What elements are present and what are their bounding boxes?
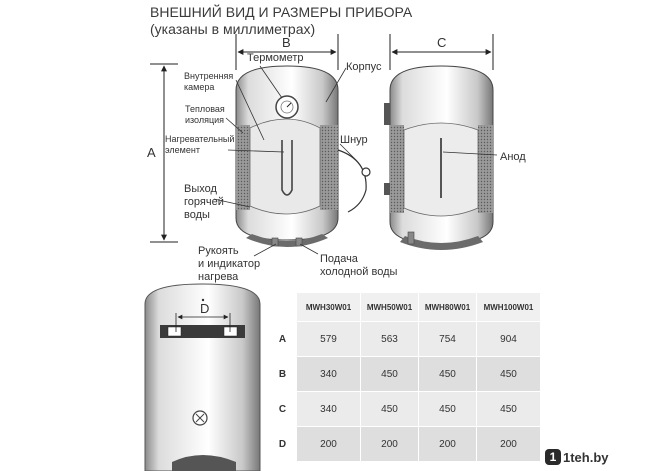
label-cold-inlet-1: Подача [320,253,359,265]
table-cell: 754 [418,321,477,357]
column-header: MWH100W01 [476,292,541,322]
dimension-d-label: D [200,301,209,316]
table-cell: 579 [296,321,361,357]
label-handle-2: и индикатор [198,258,260,270]
label-inner-chamber-1: Внутренняя [184,71,233,81]
label-anode: Анод [500,151,526,163]
logo-text: 1teh.by [563,449,609,465]
table-row: C 340 450 450 450 [268,391,541,427]
table-cell: 340 [296,391,361,427]
table-cell: 450 [418,356,477,392]
table-row: A 579 563 754 904 [268,321,541,357]
site-logo[interactable]: 1 1teh.by [541,446,613,468]
table-cell: 450 [360,391,419,427]
label-insulation-1: Тепловая [185,104,225,114]
table-cell: 200 [360,426,419,462]
side-view [384,65,494,250]
label-hot-outlet-3: воды [184,209,210,221]
table-cell: 563 [360,321,419,357]
table-cell: 200 [418,426,477,462]
table-cell: 450 [418,391,477,427]
column-header: MWH80W01 [418,292,477,322]
table-row: D 200 200 200 200 [268,426,541,462]
page-title: ВНЕШНИЙ ВИД И РАЗМЕРЫ ПРИБОРА [150,4,413,20]
row-label: C [268,391,297,427]
specs-table: MWH30W01 MWH50W01 MWH80W01 MWH100W01 A 5… [268,292,541,462]
label-body: Корпус [346,61,382,73]
table-cell: 200 [476,426,541,462]
label-heater-1: Нагревательный [165,134,234,144]
table-cell: 450 [360,356,419,392]
plug-icon [361,167,371,177]
table-cell: 904 [476,321,541,357]
table-row: B 340 450 450 450 [268,356,541,392]
column-header: MWH30W01 [296,292,361,322]
label-insulation-2: изоляция [185,115,224,125]
label-handle-1: Рукоять [198,245,239,257]
page-subtitle: (указаны в миллиметрах) [150,21,316,37]
label-handle-3: нагрева [198,271,239,283]
label-inner-chamber-2: камера [184,82,214,92]
row-label: D [268,426,297,462]
front-view [235,65,371,247]
dimension-a-label: A [147,145,156,160]
row-label: B [268,356,297,392]
table-cell: 340 [296,356,361,392]
label-hot-outlet-1: Выход [184,183,217,195]
column-header: MWH50W01 [360,292,419,322]
row-label: A [268,321,297,357]
table-corner [268,292,297,322]
dimension-a: A [147,63,178,243]
leader-lines [213,65,498,257]
dimension-b-label: B [282,35,291,50]
label-hot-outlet-2: горячей [184,196,224,208]
table-cell: 450 [476,391,541,427]
label-thermometer: Термометр [247,52,304,64]
dimension-c-label: C [437,35,446,50]
label-heater-2: элемент [165,145,200,155]
back-view: D [144,283,261,471]
label-cold-inlet-2: холодной воды [320,266,397,278]
table-cell: 450 [476,356,541,392]
logo-icon: 1 [545,449,561,465]
label-cord: Шнур [340,134,368,146]
dimension-b: B [235,34,339,70]
table-cell: 200 [296,426,361,462]
dimension-c: C [389,34,494,70]
